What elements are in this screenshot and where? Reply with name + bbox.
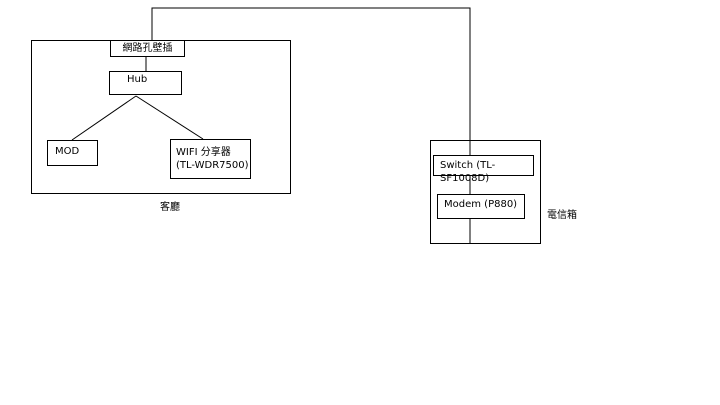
hub-to-wifi-line bbox=[135, 95, 204, 140]
mod-node: MOD bbox=[47, 140, 98, 166]
switch-node: Switch (TL-SF1008D) bbox=[433, 155, 534, 184]
wifi-router-node: WIFI 分享器 (TL-WDR7500) bbox=[170, 139, 251, 179]
hub-label: Hub bbox=[127, 74, 148, 85]
telecom-box-label: 電信箱 bbox=[547, 210, 577, 221]
switch-label: Switch (TL-SF1008D) bbox=[440, 160, 496, 184]
wall-jack-to-switch-line bbox=[151, 7, 471, 155]
hub-to-mod-line bbox=[71, 95, 137, 141]
modem-label: Modem (P880) bbox=[444, 199, 518, 210]
wall-jack-node: 網路孔壁插 bbox=[110, 40, 185, 57]
wifi-router-label: WIFI 分享器 bbox=[176, 147, 231, 158]
hub-node: Hub bbox=[109, 71, 182, 95]
wifi-router-model: (TL-WDR7500) bbox=[176, 160, 249, 171]
modem-node: Modem (P880) bbox=[437, 194, 525, 219]
living-room-group bbox=[31, 40, 291, 194]
telecom-box-group bbox=[430, 140, 541, 244]
mod-label: MOD bbox=[55, 146, 80, 157]
living-room-label: 客廳 bbox=[160, 202, 180, 213]
wall-jack-label: 網路孔壁插 bbox=[122, 43, 173, 54]
